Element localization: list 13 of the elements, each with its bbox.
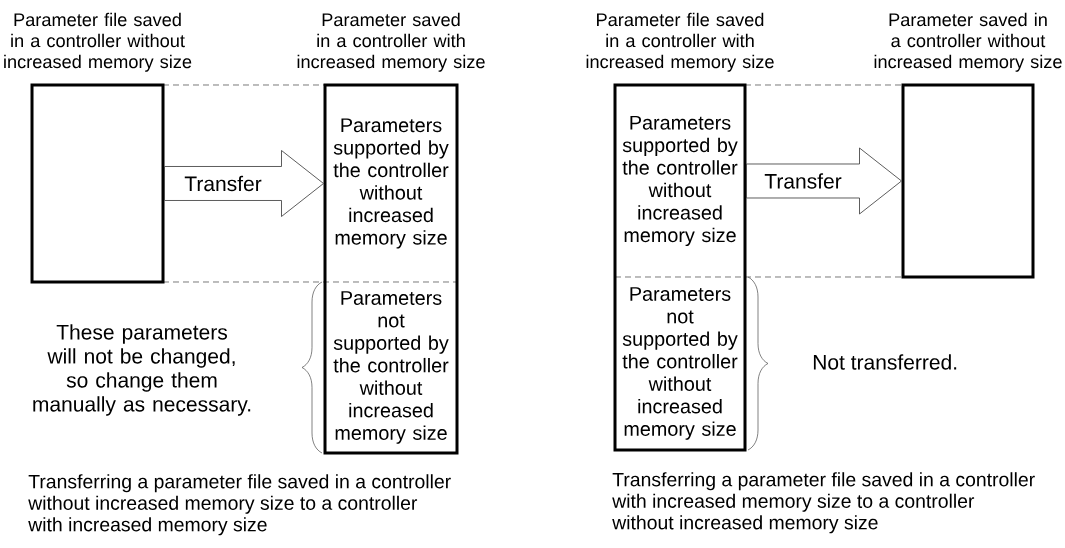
caption-text: Transferring a parameter file saved in a controller with increased memory size to a controller without increased memory size — [612, 472, 1035, 534]
parameter-section: Parameters not supported by the controller without increased memory size — [333, 291, 449, 444]
heading: Parameter file saved in a controller without increased memory size — [4, 12, 192, 72]
edge-label: Transfer — [763, 172, 843, 190]
caption-text: Transferring a parameter file saved in a controller without increased memory size to a controller with increased memory size — [28, 474, 451, 536]
parameter-section: Parameters supported by the controller without increased memory size — [622, 115, 738, 247]
parameter-section: Parameters not supported by the controller without increased memory size — [622, 287, 738, 440]
heading: Parameter saved in a controller with increased memory size — [297, 12, 485, 72]
note-text: Not transferred. — [813, 354, 957, 370]
heading: Parameter file saved in a controller with increased memory size — [586, 12, 774, 72]
note-text: These parameters will not be changed, so change them manually as necessary. — [33, 324, 251, 416]
heading: Parameter saved in a controller without increased memory size — [874, 12, 1062, 72]
parameter-section: Parameters supported by the controller without increased memory size — [333, 118, 449, 249]
